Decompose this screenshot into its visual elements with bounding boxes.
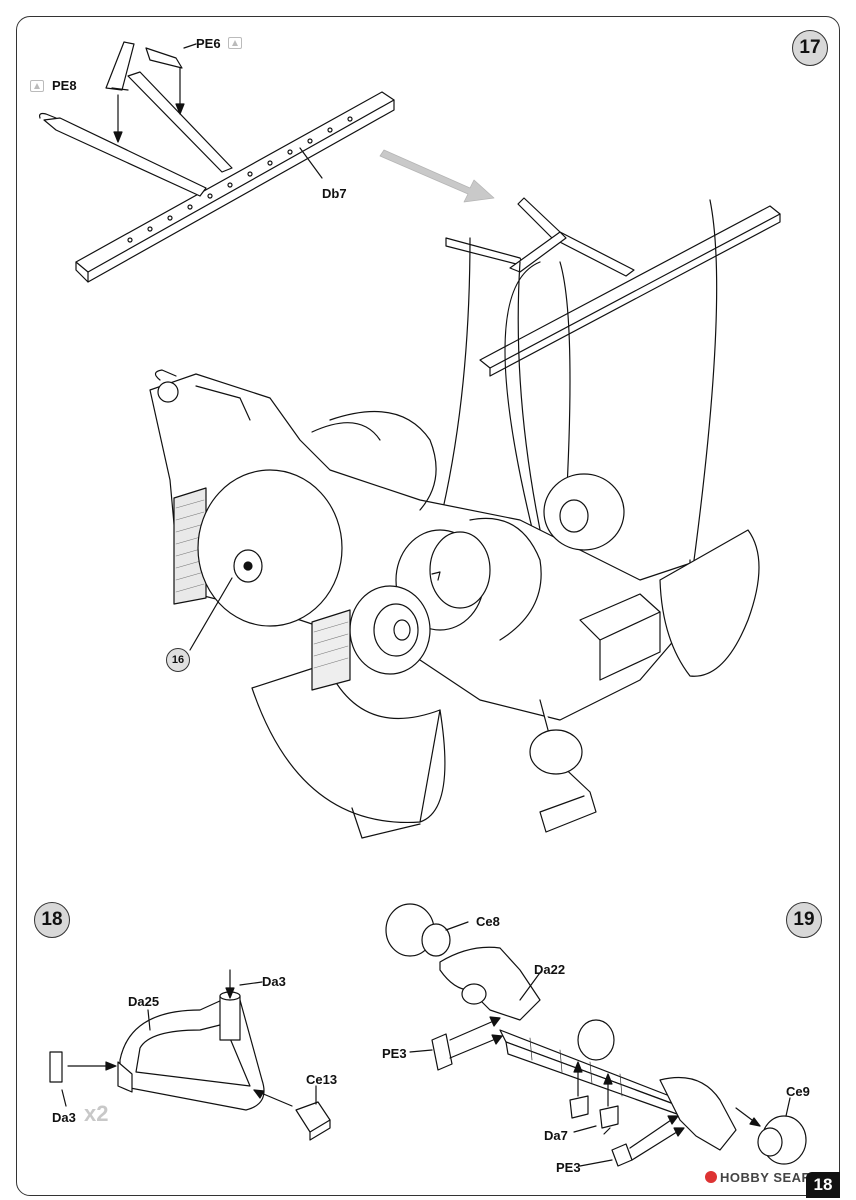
part-pe6-label: PE6 (196, 36, 221, 51)
watermark: HOBBY SEARCH (705, 1170, 831, 1185)
step-18-badge: 18 (34, 902, 70, 938)
part-ce8-label: Ce8 (476, 914, 500, 929)
part-da3-left-label: Da3 (52, 1110, 76, 1125)
photo-etch-icon (228, 37, 242, 49)
step-17-badge: 17 (792, 30, 828, 66)
page-number: 18 (806, 1172, 840, 1198)
part-ce9-label: Ce9 (786, 1084, 810, 1099)
part-da25-label: Da25 (128, 994, 160, 1009)
part-db7-label: Db7 (322, 186, 347, 201)
db7-crossbar-part (39, 41, 395, 283)
part-pe8-label: PE8 (52, 78, 77, 93)
watermark-logo-icon (705, 1171, 717, 1183)
quantity-x2: x2 (84, 1101, 109, 1126)
step19-assembly (385, 903, 807, 1167)
step-19-badge: 19 (786, 902, 822, 938)
chassis-assembly (149, 197, 781, 839)
part-ce13-label: Ce13 (306, 1072, 338, 1087)
step-16-reference: 16 (166, 648, 190, 672)
part-da3-top-label: Da3 (262, 974, 286, 989)
part-da7-label: Da7 (544, 1128, 568, 1143)
direction-arrow (379, 149, 495, 203)
part-da22-label: Da22 (534, 962, 566, 977)
photo-etch-icon (30, 80, 44, 92)
part-pe3-upper-label: PE3 (382, 1046, 407, 1061)
step18-assembly (49, 969, 331, 1141)
watermark-text: HOBBY SEARCH (720, 1170, 832, 1185)
part-pe3-lower-label: PE3 (556, 1160, 581, 1175)
